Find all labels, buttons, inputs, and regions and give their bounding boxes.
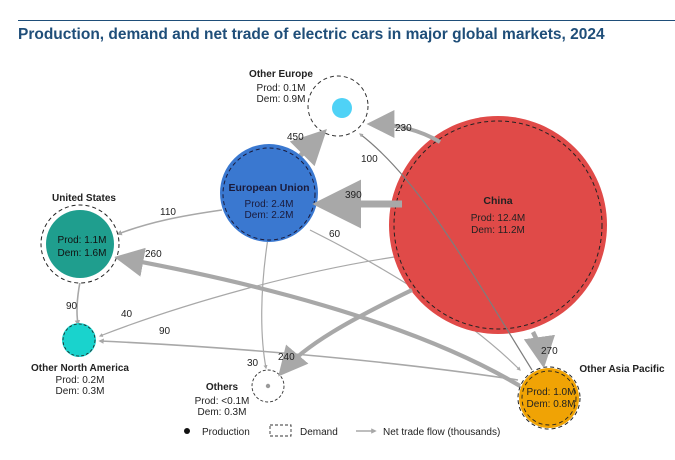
china-production-circle (389, 116, 607, 334)
asia-production-circle (519, 368, 579, 428)
node-other-asia-pacific[interactable]: Other Asia Pacific Prod: 1.0M Dem: 0.8M (517, 364, 665, 430)
other-europe-production-circle (332, 98, 352, 118)
flow-china-asia[interactable] (523, 330, 556, 369)
legend-production-label: Production (202, 427, 250, 438)
asia-prod: Prod: 1.0M (527, 387, 576, 398)
flow-asia-us[interactable] (114, 247, 522, 388)
flow-us-other-na[interactable] (74, 281, 81, 326)
node-others[interactable]: Others Prod: <0.1M Dem: 0.3M (195, 369, 285, 418)
other-na-dem: Dem: 0.3M (56, 386, 105, 397)
label-china-eu: 390 (345, 190, 362, 201)
label-china-asia: 270 (541, 346, 558, 357)
eu-dem: Dem: 2.2M (245, 210, 294, 221)
china-name: China (483, 195, 512, 207)
label-eu-us: 110 (160, 207, 176, 218)
node-other-europe[interactable]: Other Europe Prod: 0.1M Dem: 0.9M (249, 69, 369, 137)
other-europe-dem: Dem: 0.9M (257, 94, 306, 105)
label-asia-other-na: 90 (159, 326, 171, 337)
others-dem: Dem: 0.3M (198, 407, 247, 418)
us-prod: Prod: 1.1M (58, 235, 107, 246)
flow-china-other-na[interactable] (98, 254, 409, 337)
asia-dem: Dem: 0.8M (527, 399, 576, 410)
flow-eu-others[interactable] (261, 237, 269, 370)
node-european-union[interactable]: European Union Prod: 2.4M Dem: 2.2M (220, 144, 318, 242)
node-china[interactable]: China Prod: 12.4M Dem: 11.2M (389, 116, 607, 334)
us-dem: Dem: 1.6M (58, 248, 107, 259)
eu-production-circle (220, 144, 318, 242)
china-prod: Prod: 12.4M (471, 213, 525, 224)
label-china-other-europe: 230 (395, 123, 412, 134)
other-europe-name: Other Europe (249, 69, 313, 80)
flow-eu-us[interactable] (116, 209, 223, 236)
label-china-others: 240 (278, 352, 295, 363)
us-name: United States (52, 193, 116, 204)
node-united-states[interactable]: United States Prod: 1.1M Dem: 1.6M (40, 193, 120, 284)
us-production-circle (46, 210, 114, 278)
legend-flow-label: Net trade flow (thousands) (383, 427, 500, 438)
flow-asia-other-europe[interactable] (359, 133, 533, 371)
page-title: Production, demand and net trade of elec… (18, 26, 605, 43)
other-na-name: Other North America (31, 363, 129, 374)
label-eu-others: 30 (247, 358, 259, 369)
flow-china-other-europe[interactable] (366, 110, 442, 144)
flow-labels: 390 450 230 100 110 260 60 90 40 90 270 … (66, 123, 558, 369)
node-other-north-america[interactable]: Other North America Prod: 0.2M Dem: 0.3M (31, 323, 129, 397)
legend-demand-label: Demand (300, 427, 338, 438)
other-na-demand-circle (62, 323, 96, 357)
eu-name: European Union (228, 182, 309, 194)
others-name: Others (206, 382, 239, 393)
flow-china-others[interactable] (278, 288, 413, 377)
legend: Production Demand Net trade flow (thousa… (184, 424, 500, 438)
asia-name: Other Asia Pacific (579, 364, 665, 375)
flows-over (98, 110, 556, 388)
china-demand-circle (393, 120, 603, 330)
others-production-circle (265, 383, 271, 389)
other-na-production-circle (62, 323, 96, 357)
other-europe-prod: Prod: 0.1M (257, 83, 306, 94)
legend-production-dot (184, 428, 190, 434)
label-us-other-na: 90 (66, 301, 78, 312)
label-asia-other-europe: 100 (361, 154, 378, 165)
legend-demand-box (269, 424, 292, 437)
flow-asia-other-na[interactable] (98, 338, 519, 381)
others-prod: Prod: <0.1M (195, 396, 250, 407)
title-rule (18, 20, 675, 21)
asia-demand-ring (521, 370, 577, 426)
label-china-other-na: 40 (121, 309, 133, 320)
other-na-prod: Prod: 0.2M (56, 375, 105, 386)
eu-prod: Prod: 2.4M (245, 199, 294, 210)
label-eu-other-europe: 450 (287, 132, 304, 143)
label-eu-asia: 60 (329, 229, 341, 240)
china-dem: Dem: 11.2M (471, 225, 525, 236)
label-asia-us: 260 (145, 249, 162, 260)
